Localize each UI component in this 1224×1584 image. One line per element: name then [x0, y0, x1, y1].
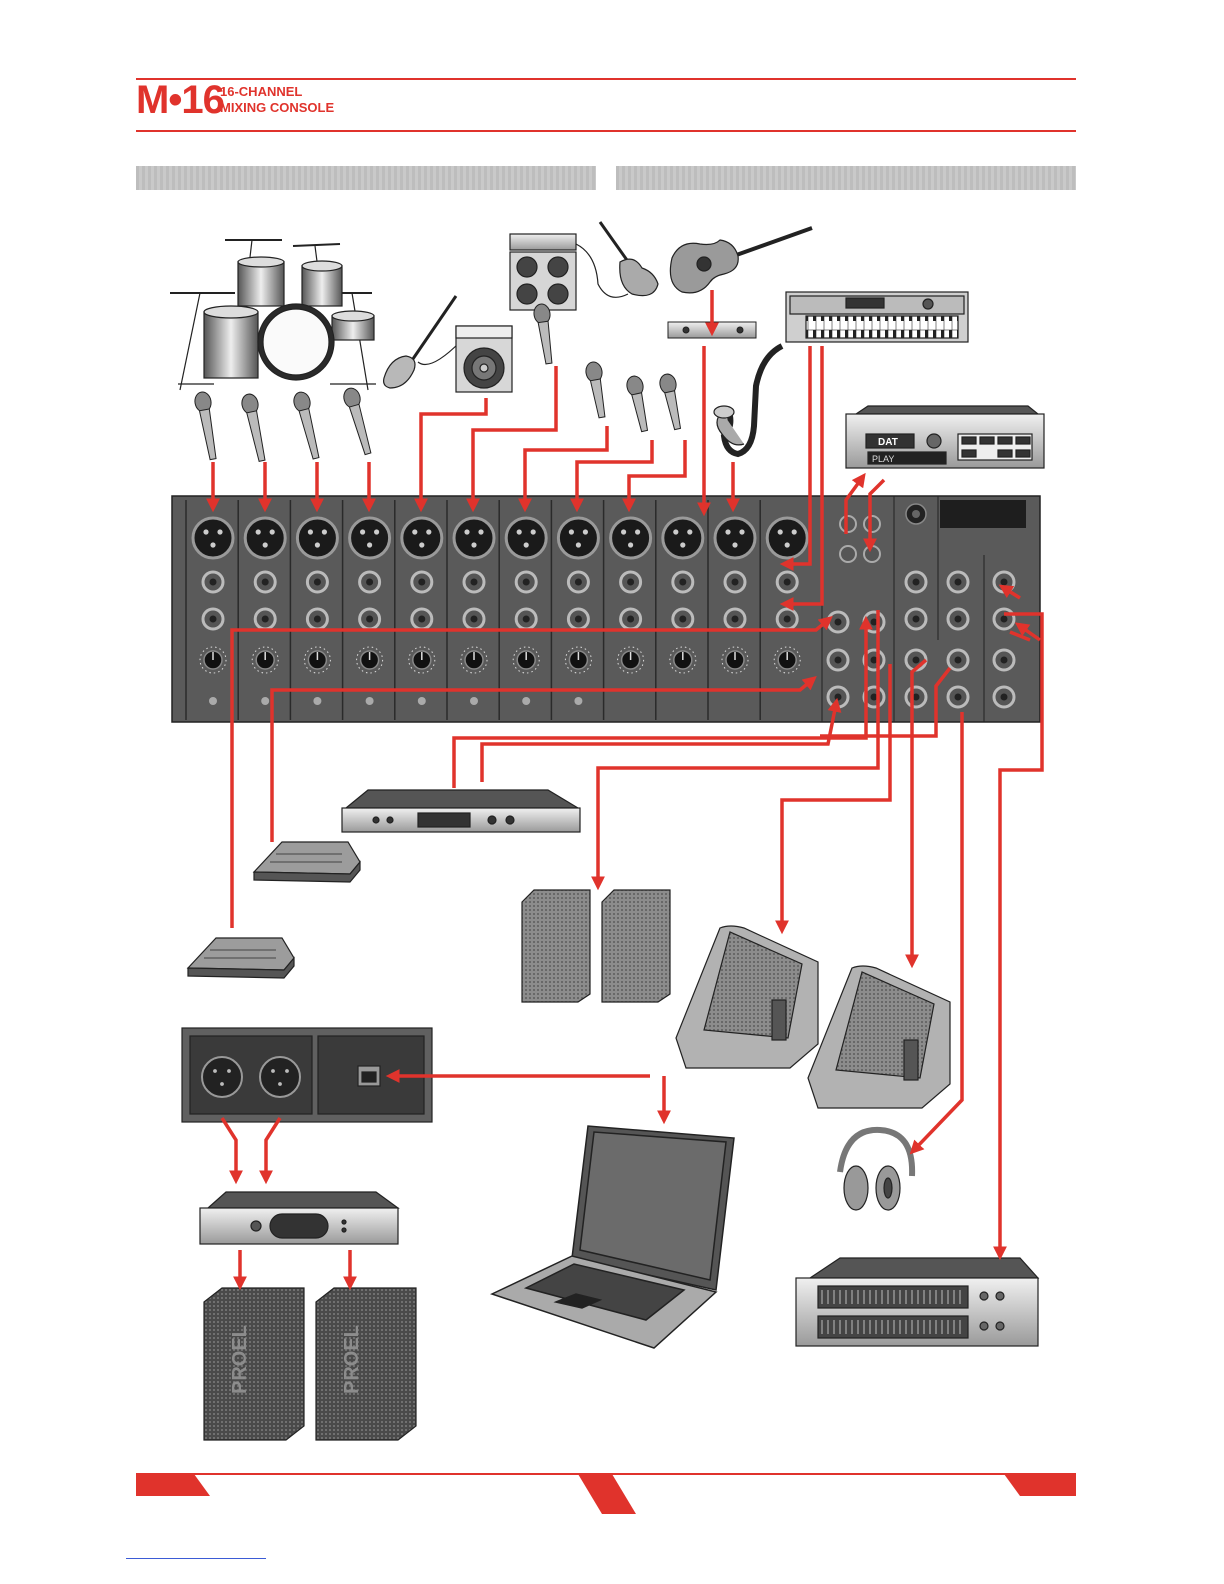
led	[366, 697, 374, 705]
effects-processor-icon	[342, 790, 580, 832]
xlr-input-jack	[297, 518, 337, 558]
bass-amp-icon	[456, 326, 512, 392]
xlr-input-jack	[767, 518, 807, 558]
xlr-input-jack	[454, 518, 494, 558]
footswitch-2-icon	[188, 938, 294, 978]
led	[209, 697, 217, 705]
monitor-speakers-small-icon	[522, 890, 670, 1002]
dat-label: DAT	[878, 437, 898, 448]
xlr-input-jack	[715, 518, 755, 558]
xlr-input-jack	[506, 518, 546, 558]
headphones-icon	[840, 1130, 912, 1210]
led	[418, 697, 426, 705]
led	[470, 697, 478, 705]
drum-kit-icon	[170, 240, 376, 390]
dat-recorder-icon: DAT PLAY	[846, 406, 1044, 468]
led	[522, 697, 530, 705]
laptop-icon	[492, 1126, 734, 1348]
xlr-input-jack	[245, 518, 285, 558]
drum-microphones	[193, 386, 375, 462]
dat-display: PLAY	[872, 454, 894, 464]
main-pa-speakers-icon: PROEL PROEL	[204, 1288, 416, 1440]
electric-guitar-icon	[576, 222, 658, 297]
footswitch-1-icon	[254, 842, 360, 882]
xlr-input-jack	[663, 518, 703, 558]
footer-link-underline	[126, 1558, 266, 1559]
xlr-input-jack	[611, 518, 651, 558]
vocal-microphones	[584, 361, 685, 433]
power-amplifier-icon	[200, 1192, 398, 1244]
xlr-input-jack	[558, 518, 598, 558]
led	[261, 697, 269, 705]
xlr-input-jack	[402, 518, 442, 558]
mixer-rear-panel	[172, 496, 1040, 722]
cabinet-microphone	[533, 303, 557, 365]
led	[313, 697, 321, 705]
acoustic-guitar-icon	[670, 228, 812, 293]
speaker-brand-right: PROEL	[341, 1325, 363, 1394]
saxophone-icon	[714, 346, 782, 454]
speaker-brand-left: PROEL	[229, 1325, 251, 1394]
footer-decoration	[136, 1474, 1076, 1514]
led	[574, 697, 582, 705]
floor-wedge-monitors-icon	[676, 926, 950, 1108]
graphic-equalizer-icon	[796, 1258, 1038, 1346]
xlr-input-jack	[350, 518, 390, 558]
bass-guitar-icon	[384, 296, 460, 388]
xlr-input-jack	[193, 518, 233, 558]
keyboard-synth-icon	[786, 292, 968, 342]
guitar-cabinet-icon	[510, 234, 576, 310]
